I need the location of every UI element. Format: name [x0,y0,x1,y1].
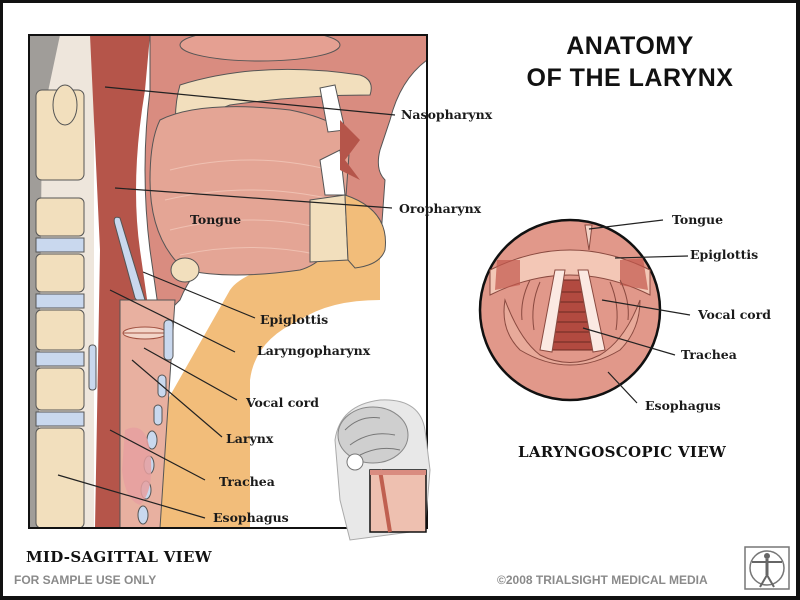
label-laryngopharynx: Laryngopharynx [257,343,371,358]
label-epiglottis: Epiglottis [260,312,329,327]
laryngoscopic-view-title: LARYNGOSCOPIC VIEW [518,443,727,461]
label-larynx: Larynx [226,431,274,446]
copyright-notice: ©2008 TRIALSIGHT MEDICAL MEDIA [497,573,708,587]
label-lv-trachea: Trachea [681,347,737,362]
label-oropharynx: Oropharynx [399,201,482,216]
label-nasopharynx: Nasopharynx [401,107,493,122]
label-trachea: Trachea [219,474,275,489]
title-line-1: ANATOMY [566,32,694,60]
sample-disclaimer: FOR SAMPLE USE ONLY [14,573,157,587]
label-lv-epiglottis: Epiglottis [690,247,759,262]
label-lv-esophagus: Esophagus [645,398,721,413]
mid-sagittal-view-title: MID-SAGITTAL VIEW [26,548,212,566]
label-esophagus: Esophagus [213,510,289,525]
label-vocal-cord: Vocal cord [246,395,319,410]
label-lv-vocal-cord: Vocal cord [698,307,771,322]
title-line-2: OF THE LARYNX [526,64,734,92]
diagram-title: ANATOMY OF THE LARYNX [500,30,760,94]
label-lv-tongue: Tongue [672,212,724,227]
label-tongue: Tongue [190,212,242,227]
